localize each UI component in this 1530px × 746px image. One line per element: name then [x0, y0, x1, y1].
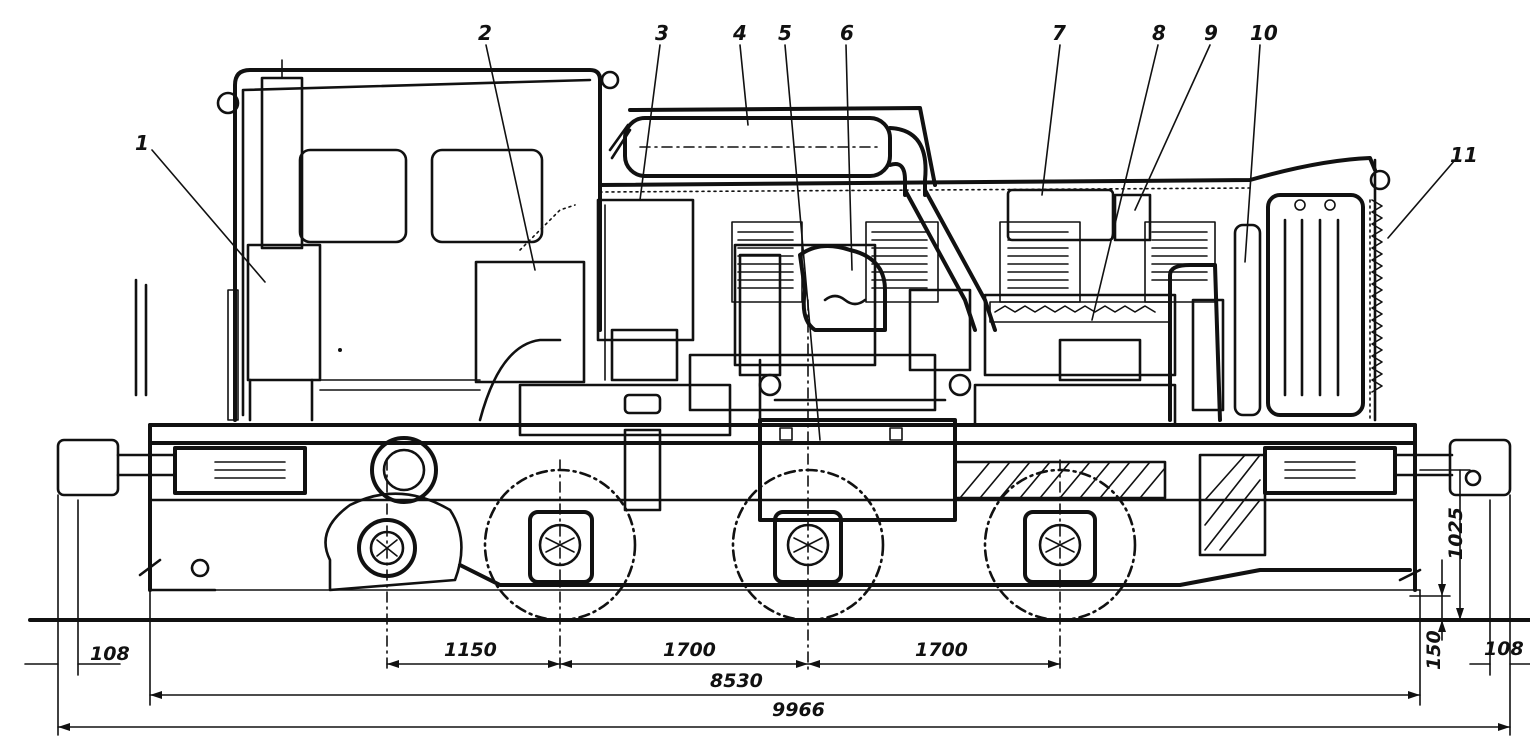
- dim-1150: 1150: [444, 639, 497, 661]
- silencer: [608, 106, 997, 332]
- buffer-left: [56, 438, 307, 497]
- callout-7: 7: [1052, 21, 1066, 45]
- callout-1: 1: [135, 131, 149, 155]
- dim-108-left: 108: [90, 643, 130, 665]
- dimension-labels: 108 1150 1700 1700 8530 9966 108 1025 15…: [90, 507, 1524, 721]
- cab-stove: [246, 243, 322, 382]
- dim-8530: 8530: [710, 670, 763, 692]
- dim-1700-b: 1700: [915, 639, 968, 661]
- cooling-fan: [1168, 223, 1262, 422]
- callout-6: 6: [840, 21, 854, 45]
- callout-8: 8: [1152, 21, 1166, 45]
- callout-labels: 1 2 3 4 5 6 7 8 9 10 11: [135, 21, 1478, 167]
- dim-1700-a: 1700: [663, 639, 716, 661]
- main-generator: [973, 293, 1177, 427]
- callout-2: 2: [478, 21, 492, 45]
- leader-lines: [151, 44, 1456, 441]
- expansion-tank: [1006, 188, 1152, 242]
- callout-4: 4: [732, 21, 747, 45]
- battery-box: [596, 198, 695, 382]
- buffer-right: [1263, 438, 1512, 497]
- control-desk: [474, 260, 586, 384]
- dimension-lines: [24, 469, 1530, 736]
- dim-1025: 1025: [1445, 507, 1467, 560]
- callout-3: 3: [655, 21, 669, 45]
- callout-5: 5: [778, 21, 792, 45]
- dim-108-right: 108: [1484, 638, 1524, 660]
- callout-11: 11: [1450, 143, 1478, 167]
- dim-9966: 9966: [772, 699, 825, 721]
- cab-chimney: [260, 76, 304, 250]
- callout-9: 9: [1204, 21, 1218, 45]
- side-frame: [458, 563, 1412, 587]
- dim-150: 150: [1423, 630, 1445, 670]
- cab: [134, 59, 620, 422]
- axle-gearbox: [324, 436, 463, 592]
- louvre-grilles: [731, 221, 1216, 303]
- main-frame: [148, 383, 1417, 592]
- diesel-engine: [688, 243, 972, 422]
- callout-10: 10: [1250, 21, 1278, 45]
- radiator: [1266, 193, 1365, 417]
